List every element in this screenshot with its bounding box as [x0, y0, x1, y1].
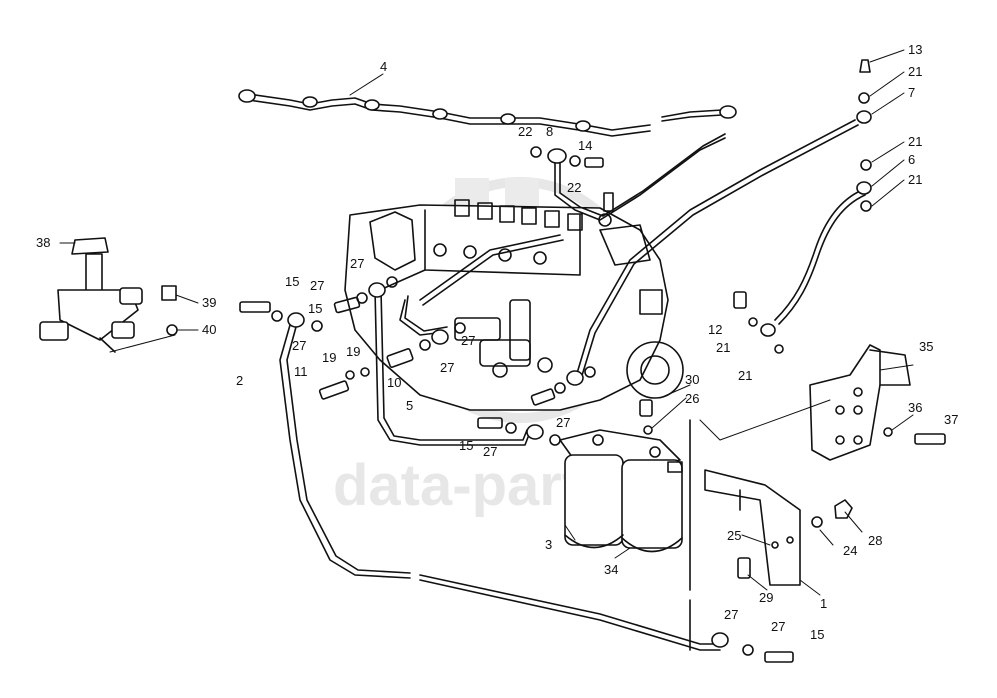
callout-13: 13: [908, 42, 922, 57]
hand-primer-pump: [39, 237, 178, 353]
callout-25: 25: [727, 528, 741, 543]
callout-3: 3: [545, 537, 552, 552]
callout-4: 4: [380, 59, 387, 74]
callout-24: 24: [843, 543, 857, 558]
callout-29: 29: [759, 590, 773, 605]
callout-27: 27: [724, 607, 738, 622]
callout-10: 10: [387, 375, 401, 390]
callout-34: 34: [604, 562, 618, 577]
callout-27: 27: [292, 338, 306, 353]
callout-15: 15: [810, 627, 824, 642]
mounting-bracket: [809, 344, 911, 461]
callout-39: 39: [202, 295, 216, 310]
callout-21: 21: [908, 172, 922, 187]
callout-38: 38: [36, 235, 50, 250]
callout-21: 21: [908, 64, 922, 79]
callout-28: 28: [868, 533, 882, 548]
filter-bracket: [704, 469, 801, 586]
callout-26: 26: [685, 391, 699, 406]
callout-21: 21: [738, 368, 752, 383]
callout-27: 27: [310, 278, 324, 293]
callout-21: 21: [908, 134, 922, 149]
callout-22: 22: [518, 124, 532, 139]
callout-8: 8: [546, 124, 553, 139]
callout-21: 21: [716, 340, 730, 355]
callout-15: 15: [285, 274, 299, 289]
callout-27: 27: [483, 444, 497, 459]
callout-2: 2: [236, 373, 243, 388]
callout-6: 6: [908, 152, 915, 167]
callout-27: 27: [461, 333, 475, 348]
callout-12: 12: [708, 322, 722, 337]
callout-7: 7: [908, 85, 915, 100]
leak-off-pipe: [238, 89, 737, 137]
callout-15: 15: [308, 301, 322, 316]
callout-15: 15: [459, 438, 473, 453]
callout-37: 37: [944, 412, 958, 427]
callout-5: 5: [406, 398, 413, 413]
fuel-lines: [279, 119, 866, 651]
callout-27: 27: [771, 619, 785, 634]
callout-27: 27: [440, 360, 454, 375]
callout-labels: 4 22 8 14 22 13 21 7 21 6 21 38 39 40 15…: [36, 42, 958, 642]
callout-22: 22: [567, 180, 581, 195]
callout-19: 19: [346, 344, 360, 359]
callout-27: 27: [350, 256, 364, 271]
leader-lines: [59, 49, 914, 596]
callout-14: 14: [578, 138, 592, 153]
callout-40: 40: [202, 322, 216, 337]
callout-30: 30: [685, 372, 699, 387]
callout-36: 36: [908, 400, 922, 415]
fuel-filter-assembly: [559, 429, 683, 553]
callout-35: 35: [919, 339, 933, 354]
callout-11: 11: [294, 364, 308, 379]
callout-1: 1: [820, 596, 827, 611]
callout-27: 27: [556, 415, 570, 430]
callout-19: 19: [322, 350, 336, 365]
